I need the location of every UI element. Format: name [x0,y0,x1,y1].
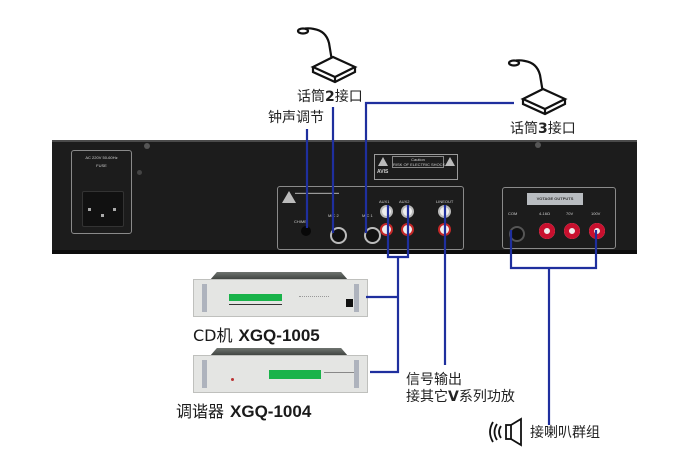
mic2-jack[interactable] [330,227,347,244]
mic2-label-suffix: 接口 [334,89,363,105]
power-socket[interactable] [82,191,124,227]
caution-label: Caution RISK OF ELECTRIC SHOCK AVIS [374,154,458,180]
input-section: ▬▬▬▬▬▬▬▬▬▬▬ CHIME MIC 2 MIC 1 AUX1 AUX2 … [277,186,464,250]
speaker-group-label: 接喇叭群组 [530,425,600,441]
warning-icon [282,191,296,203]
power-inlet-section: AC 220V 50-60Hz FUSE [71,150,132,234]
mic2-label: MIC 2 [328,213,339,218]
fuse-label: FUSE [96,163,107,168]
warning-icon [378,157,388,166]
mic1-label: MIC 1 [362,213,373,218]
mic2-label-prefix: 话筒 [297,89,325,105]
mic1-jack[interactable] [364,227,381,244]
tuner-top [210,348,348,356]
com-terminal[interactable] [509,226,525,242]
tuner-model: XGQ-1004 [230,402,312,421]
mic2-interface-label: 话筒2接口 [297,89,363,105]
tap-4-16-label: 4-16Ω [539,211,550,216]
cd-player-caption: CD机 XGQ-1005 [193,322,320,346]
mic3-interface-label: 话筒3接口 [510,121,576,137]
chime-label: CHIME [294,219,307,224]
chime-knob[interactable] [301,226,311,236]
panel-screw [137,170,142,175]
signal-output-v: V [448,389,459,405]
warning-icon [445,157,455,166]
aux1-label: AUX1 [379,199,390,204]
chime-adjust-label: 钟声调节 [268,110,324,126]
cd-player-name: CD机 [193,326,233,345]
microphone-3-icon [507,59,568,116]
cd-player-top [210,272,348,280]
terminal-4-16[interactable] [539,223,555,239]
cd-buttons[interactable] [299,296,329,302]
lineout-label: LINEOUT [436,199,454,204]
tap-70v-label: 70V [566,211,574,216]
cd-player-model: XGQ-1005 [238,326,320,345]
aux2-rca-white[interactable] [401,205,414,218]
aux1-rca-red[interactable] [380,223,393,236]
voltage-outputs-label: VOTAGE OUTPUTS [527,193,583,205]
power-rating-label: AC 220V 50-60Hz [85,155,118,160]
mic3-label-prefix: 话筒 [510,121,538,137]
panel-screw [535,142,541,148]
cd-tray-slot[interactable] [229,304,282,305]
signal-output-label: 信号输出 接其它V系列功放 [406,372,515,406]
brand-label: AVIS [377,169,389,175]
tuner[interactable] [193,355,368,393]
mic3-label-suffix: 接口 [547,121,576,137]
signal-output-line1: 信号输出 [406,372,462,388]
caution-text: RISK OF ELECTRIC SHOCK [393,162,446,167]
terminal-100v[interactable] [589,223,605,239]
tap-100v-label: 100V [591,211,601,216]
tuner-caption: 调谐器 XGQ-1004 [176,398,311,422]
tuner-power-led [231,378,234,381]
tuner-name: 调谐器 [176,402,225,421]
signal-output-suffix: 系列功放 [458,389,515,405]
lineout-rca-red[interactable] [438,223,451,236]
power-switch[interactable] [346,299,353,307]
aux2-rca-red[interactable] [401,223,414,236]
lineout-rca-white[interactable] [438,205,451,218]
com-label: COM [508,211,518,216]
aux1-rca-white[interactable] [380,205,393,218]
signal-output-line2: 接其它V系列功放 [406,389,515,406]
mic3-label-number: 3 [538,121,548,137]
output-section: VOTAGE OUTPUTS COM 4-16Ω 70V 100V [502,187,616,249]
tuner-display [269,370,321,379]
signal-output-prefix: 接其它 [406,389,448,405]
tuner-buttons[interactable] [324,372,354,381]
cd-display [229,294,282,301]
mic2-label-number: 2 [325,89,335,105]
terminal-70v[interactable] [564,223,580,239]
aux2-label: AUX2 [399,199,410,204]
microphone-2-icon [296,27,358,84]
cd-player[interactable] [193,279,368,317]
panel-screw [144,143,150,149]
